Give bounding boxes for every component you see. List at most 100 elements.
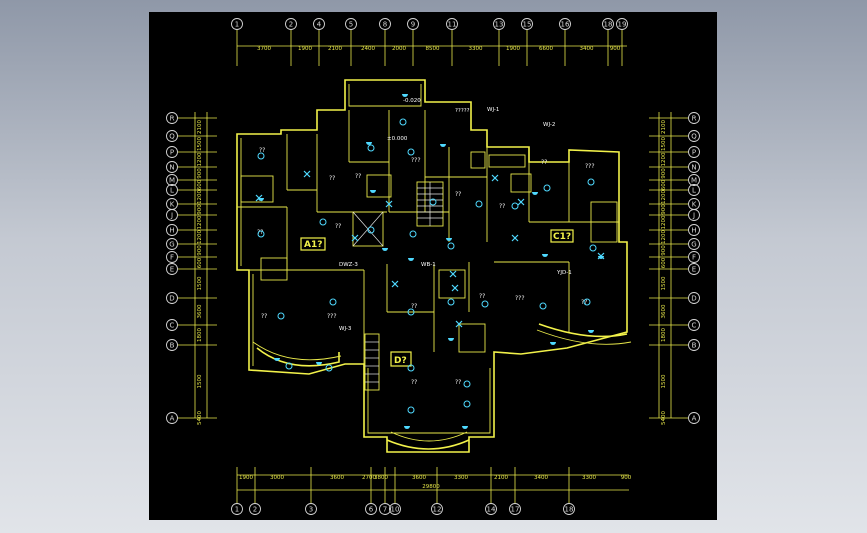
axis-label: G bbox=[169, 241, 174, 249]
light-fixture-icon bbox=[463, 380, 471, 388]
axis-bubble bbox=[688, 339, 700, 351]
axis-label: M bbox=[169, 177, 175, 185]
axis-bubble bbox=[688, 412, 700, 424]
room-label: ??? bbox=[411, 157, 421, 164]
room-label: ??? bbox=[515, 295, 525, 302]
axis-label: 14 bbox=[487, 506, 496, 514]
light-fixture-icon bbox=[447, 242, 455, 250]
axis-label: 6 bbox=[369, 506, 374, 514]
light-fixture-icon bbox=[583, 298, 591, 306]
axis-label: 13 bbox=[495, 21, 504, 29]
room-label: ?? bbox=[411, 303, 417, 310]
dim-value: 1200 bbox=[661, 230, 667, 244]
room-label: ??? bbox=[585, 163, 595, 170]
axis-bubble bbox=[688, 209, 700, 221]
dim-value: 3600 bbox=[330, 475, 344, 481]
axis-bubble bbox=[688, 292, 700, 304]
axis-bubble bbox=[305, 503, 317, 515]
room-label: ?? bbox=[355, 173, 361, 180]
axis-label: H bbox=[691, 227, 696, 235]
dim-value: 900 bbox=[661, 168, 667, 179]
unit-label-c1: C1? bbox=[550, 229, 574, 243]
axis-label: 15 bbox=[523, 21, 532, 29]
exhaust-fan-icon bbox=[517, 198, 525, 206]
light-fixture-icon bbox=[463, 400, 471, 408]
exhaust-fan-icon bbox=[391, 280, 399, 288]
light-fixture-icon bbox=[475, 200, 483, 208]
dim-value: 600 bbox=[197, 257, 203, 268]
dim-value: 600 bbox=[197, 179, 203, 190]
axis-bubble bbox=[688, 174, 700, 186]
wall-light-icon bbox=[542, 254, 548, 257]
axis-label: C bbox=[170, 322, 175, 330]
dim-value: 3400 bbox=[580, 46, 594, 52]
light-fixture-icon bbox=[399, 118, 407, 126]
axis-label: P bbox=[692, 149, 696, 157]
wall-light-icon bbox=[440, 144, 446, 147]
light-fixture-icon bbox=[589, 244, 597, 252]
axis-label: 5 bbox=[349, 21, 353, 29]
room-label: ?? bbox=[541, 159, 547, 166]
axis-bubble bbox=[616, 18, 628, 30]
axis-bubble bbox=[166, 292, 178, 304]
axis-bubble bbox=[688, 146, 700, 158]
axis-bubble bbox=[602, 18, 614, 30]
wall-light-icon bbox=[532, 192, 538, 195]
dim-value: 1500 bbox=[661, 137, 667, 151]
exhaust-fan-icon bbox=[511, 234, 519, 242]
axis-label: 16 bbox=[561, 21, 570, 29]
axis-bubble bbox=[688, 161, 700, 173]
axis-label: B bbox=[170, 342, 175, 350]
axis-label: 17 bbox=[511, 506, 520, 514]
axis-bubble bbox=[249, 503, 261, 515]
room-label: ?? bbox=[257, 229, 263, 236]
axis-bubble bbox=[379, 18, 391, 30]
level-label-ground: ±0.000 bbox=[387, 136, 408, 142]
light-fixture-icon bbox=[429, 198, 437, 206]
axis-label: P bbox=[170, 149, 174, 157]
room-label: ?? bbox=[261, 313, 267, 320]
dim-value: 1900 bbox=[298, 46, 312, 52]
dim-value: 3300 bbox=[469, 46, 483, 52]
dim-value: 2100 bbox=[328, 46, 342, 52]
axis-label: R bbox=[170, 115, 175, 123]
dim-value: 2100 bbox=[661, 120, 667, 134]
dim-value: 5400 bbox=[661, 411, 667, 425]
axis-bubble bbox=[688, 112, 700, 124]
axis-bubble bbox=[559, 18, 571, 30]
light-fixtures bbox=[255, 94, 605, 429]
axis-label: 2 bbox=[289, 21, 293, 29]
room-label: ?? bbox=[455, 191, 461, 198]
dim-value: 1900 bbox=[506, 46, 520, 52]
axis-bubble bbox=[688, 184, 700, 196]
note-label: WJ-2 bbox=[543, 122, 555, 128]
wall-light-icon bbox=[316, 362, 322, 365]
axis-label: A bbox=[692, 415, 697, 423]
dim-value: 900 bbox=[661, 204, 667, 215]
light-fixture-icon bbox=[257, 152, 265, 160]
dim-value: 600 bbox=[661, 257, 667, 268]
dim-value: 3700 bbox=[257, 46, 271, 52]
dim-value: 6600 bbox=[539, 46, 553, 52]
wall-light-icon bbox=[366, 142, 372, 145]
dim-value: 2700 bbox=[362, 475, 376, 481]
axis-bubble bbox=[166, 130, 178, 142]
axis-label: K bbox=[692, 201, 697, 209]
axis-bubble bbox=[166, 224, 178, 236]
dim-value: 1200 bbox=[197, 152, 203, 166]
axis-bubble bbox=[166, 161, 178, 173]
axis-label: 19 bbox=[618, 21, 627, 29]
axis-label: D bbox=[169, 295, 174, 303]
axis-label: F bbox=[692, 254, 696, 262]
axis-bubble bbox=[166, 146, 178, 158]
light-fixture-icon bbox=[447, 298, 455, 306]
dim-value: 900 bbox=[610, 46, 621, 52]
axis-bubble bbox=[509, 503, 521, 515]
axis-label: N bbox=[691, 164, 696, 172]
light-fixture-icon bbox=[407, 364, 415, 372]
